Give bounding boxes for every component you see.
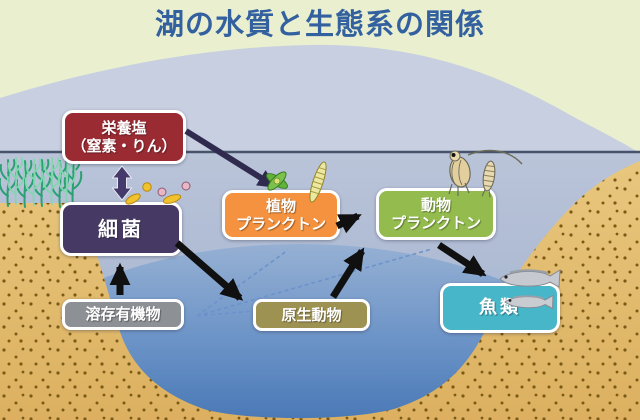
node-nutrients: 栄養塩 （窒素・りん） [62,110,186,164]
zooplankton-label-line2: プランクトン [390,214,481,232]
node-dissolved-organic-matter: 溶存有機物 [62,299,184,330]
phytoplankton-label-line1: 植物 [265,196,296,215]
bacteria-label: 細菌 [98,216,144,241]
node-zooplankton: 動物 プランクトン [376,188,496,240]
diagram-title: 湖の水質と生態系の関係 [154,7,485,41]
zooplankton-label-line1: 動物 [420,195,451,214]
nutrients-label-line2: （窒素・りん） [71,137,177,155]
fish-label: 魚類 [479,297,521,319]
node-bacteria: 細菌 [60,202,182,256]
lake-sediment [0,161,640,420]
nutrients-label-line1: 栄養塩 [101,118,147,137]
node-fish: 魚類 [440,283,560,333]
node-protozoa: 原生動物 [253,299,370,331]
node-phytoplankton: 植物 プランクトン [222,190,340,240]
dom-label: 溶存有機物 [85,305,161,324]
phytoplankton-label-line2: プランクトン [235,215,326,233]
protozoa-label: 原生動物 [281,305,342,324]
